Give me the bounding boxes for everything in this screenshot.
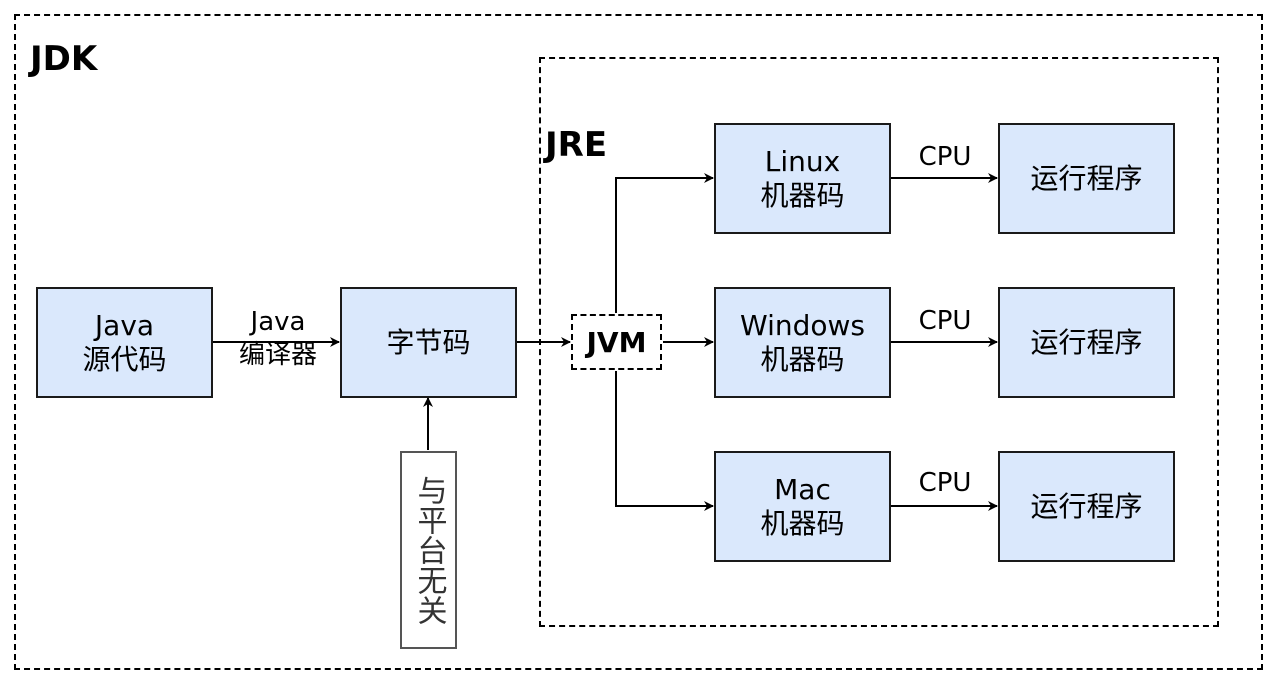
cpu-label-3: CPU: [918, 468, 972, 498]
run-program-node-3: 运行程序: [998, 451, 1175, 562]
java-source-line1: Java: [94, 308, 155, 342]
mac-line2: 机器码: [760, 506, 845, 540]
compiler-label-line1: Java: [250, 307, 306, 337]
linux-node: Linux 机器码: [714, 123, 891, 234]
bytecode-node: 字节码: [340, 287, 517, 398]
jdk-title: JDK: [30, 39, 98, 79]
run-program-label-1: 运行程序: [1030, 161, 1143, 195]
java-source-line2: 源代码: [82, 342, 167, 376]
jdk-frame: [14, 14, 1263, 670]
linux-line1: Linux: [764, 144, 841, 178]
bytecode-label: 字节码: [386, 325, 471, 359]
cpu-label-1: CPU: [918, 142, 972, 172]
jre-title: JRE: [545, 125, 608, 165]
run-program-node-1: 运行程序: [998, 123, 1175, 234]
windows-line2: 机器码: [760, 342, 845, 376]
platform-independent-note: 与平台无关: [400, 451, 457, 649]
windows-node: Windows 机器码: [714, 287, 891, 398]
linux-line2: 机器码: [760, 178, 845, 212]
run-program-node-2: 运行程序: [998, 287, 1175, 398]
compiler-label-line2: 编译器: [238, 339, 317, 370]
windows-line1: Windows: [740, 308, 865, 342]
run-program-label-3: 运行程序: [1030, 489, 1143, 523]
mac-line1: Mac: [774, 472, 831, 506]
cpu-label-2: CPU: [918, 306, 972, 336]
run-program-label-2: 运行程序: [1030, 325, 1143, 359]
mac-node: Mac 机器码: [714, 451, 891, 562]
java-source-node: Java 源代码: [36, 287, 213, 398]
jvm-node: JVM: [571, 314, 662, 370]
compiler-edge-label: Java 编译器: [222, 306, 334, 371]
